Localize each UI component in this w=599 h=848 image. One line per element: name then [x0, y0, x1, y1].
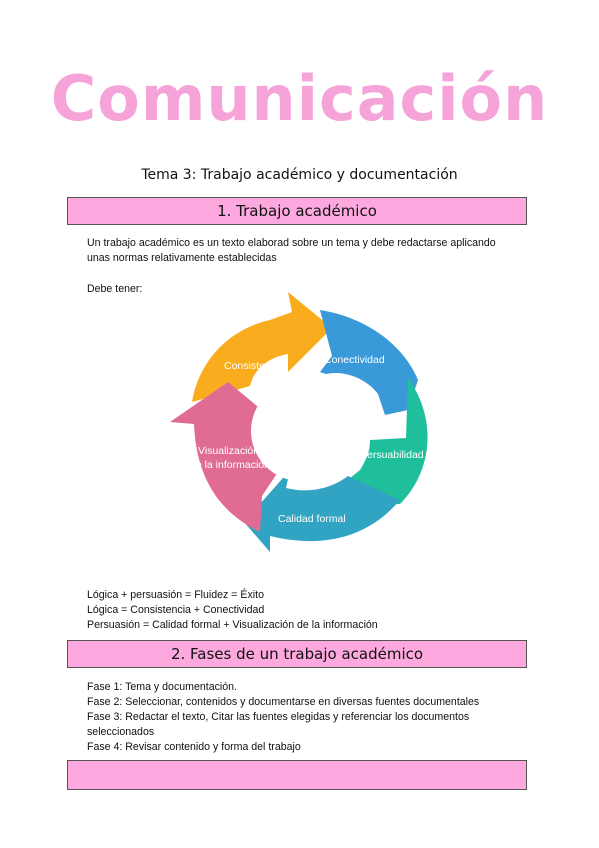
fase-line-1: Fase 1: Tema y documentación. — [87, 681, 237, 693]
segment-label-consistencia: Consistencia — [224, 360, 284, 372]
segment-calidad-formal — [244, 470, 400, 552]
formula-line-1: Lógica + persuasión = Fluidez = Éxito — [87, 589, 264, 601]
segment-label-conectividad: Conectividad — [324, 354, 385, 366]
cycle-center — [251, 381, 351, 481]
segment-consistencia — [192, 292, 332, 402]
segment-visualizacion — [170, 382, 278, 532]
formulas-block: Lógica + persuasión = Fluidez = Éxito Ló… — [87, 588, 527, 633]
document-title: Comunicación — [50, 62, 549, 135]
segment-label-calidad-formal: Calidad formal — [278, 513, 346, 525]
section-1-heading: 1. Trabajo académico — [67, 197, 527, 225]
fase-line-3: Fase 3: Redactar el texto, Citar las fue… — [87, 711, 470, 723]
intro-line-2: unas normas relativamente establecidas — [87, 252, 277, 264]
segment-label-persuabilidad: Persuabilidad — [360, 449, 424, 461]
segment-label-visualizacion-2: de la información — [190, 459, 270, 471]
fases-list: Fase 1: Tema y documentación. Fase 2: Se… — [87, 680, 527, 755]
intro-line-1: Un trabajo académico es un texto elabora… — [87, 237, 496, 249]
formula-line-3: Persuasión = Calidad formal + Visualizac… — [87, 619, 378, 631]
cycle-diagram: Consistencia Conectividad Persuabilidad … — [170, 292, 428, 552]
formula-line-2: Lógica = Consistencia + Conectividad — [87, 604, 265, 616]
segment-persuabilidad — [338, 378, 428, 506]
document-subtitle: Tema 3: Trabajo académico y documentació… — [141, 167, 458, 183]
fase-line-2: Fase 2: Seleccionar, contenidos y docume… — [87, 696, 480, 708]
intro-paragraph: Un trabajo académico es un texto elabora… — [87, 236, 527, 266]
segment-label-visualizacion-1: Visualización — [198, 445, 259, 457]
section-2-heading: 2. Fases de un trabajo académico — [67, 640, 527, 668]
fase-line-5: Fase 4: Revisar contenido y forma del tr… — [87, 741, 301, 753]
section-3-heading — [67, 760, 527, 790]
fase-line-4: seleccionados — [87, 726, 155, 738]
segment-conectividad — [320, 310, 418, 415]
debe-tener-label: Debe tener: — [87, 283, 143, 295]
